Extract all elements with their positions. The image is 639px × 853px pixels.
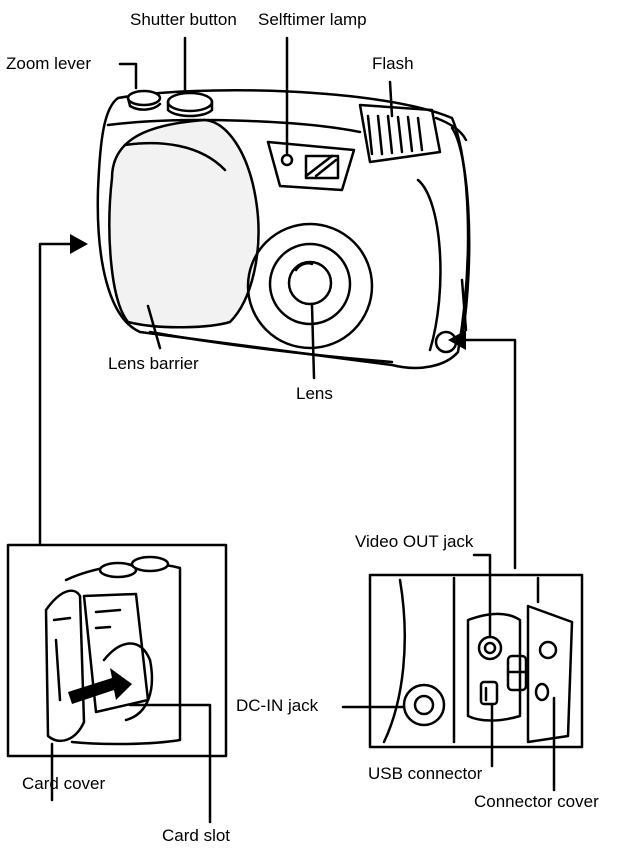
flash-label: Flash — [372, 54, 414, 73]
camera-grip — [450, 126, 471, 342]
arrow-head-right — [448, 330, 466, 350]
card-insert-arrow — [68, 668, 132, 704]
zoom-lever-shape — [126, 89, 162, 107]
camera-body — [96, 89, 470, 370]
shutter-button-label: Shutter button — [130, 10, 237, 29]
connector-cover-label: Connector cover — [474, 792, 599, 811]
arrow-head-left — [70, 234, 88, 254]
usb-connector-shape — [479, 680, 499, 706]
card-cover-shape — [44, 589, 86, 742]
flash-unit — [358, 103, 442, 164]
lens-barrier-shape — [108, 118, 260, 329]
selftimer-lamp-label: Selftimer lamp — [258, 10, 367, 29]
usb-connector-label: USB connector — [368, 764, 483, 783]
card-slot-illustration — [44, 555, 212, 824]
lens-glass — [287, 260, 333, 306]
lens-housing — [246, 222, 374, 350]
lens-label: Lens — [296, 384, 333, 403]
connector-inset-frame — [368, 573, 584, 749]
zoom-lever-label: Zoom lever — [6, 54, 92, 73]
dc-in-jack-label: DC-IN jack — [236, 696, 319, 715]
selftimer-lamp-shape — [280, 153, 294, 167]
video-out-jack-shape — [477, 635, 503, 661]
connector-cover-shape — [526, 604, 574, 744]
dc-in-jack-shape — [402, 683, 446, 727]
card-inset-frame — [6, 543, 228, 758]
camera-front-illustration — [96, 89, 471, 370]
card-slot-label: Card slot — [162, 826, 231, 845]
lens-barrier-label: Lens barrier — [108, 354, 199, 373]
card-cover-label: Card cover — [22, 774, 106, 793]
connector-illustration — [341, 553, 574, 792]
video-out-jack-label: Video OUT jack — [355, 532, 474, 551]
shutter-button-shape — [166, 91, 214, 113]
